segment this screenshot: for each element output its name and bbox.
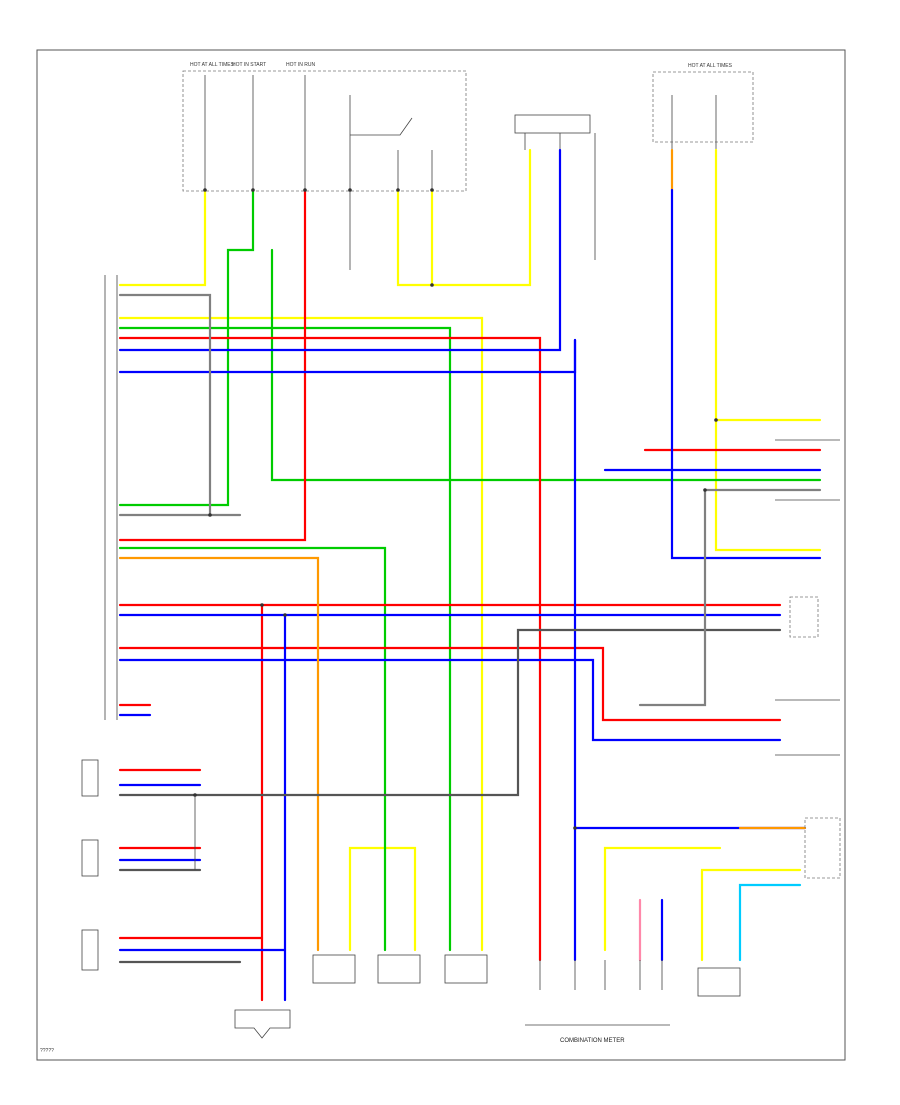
combination-meter-label: COMBINATION METER [560, 1038, 625, 1044]
footer-code: ????? [40, 1048, 54, 1054]
junction [260, 603, 264, 607]
fuse-label-1: HOT AT ALL TIMES [190, 62, 235, 68]
junction [396, 188, 400, 192]
left-sensors [81, 759, 99, 971]
bottom-component-4 [697, 967, 741, 997]
bottom-components: COMBINATION METER [234, 954, 741, 1044]
junction-dots [193, 188, 718, 830]
junction [251, 188, 255, 192]
diagram-border [36, 49, 846, 1061]
bottom-component-2 [377, 954, 421, 984]
sensor-1 [81, 759, 99, 797]
junction [203, 188, 207, 192]
wire-gray-5 [638, 488, 707, 707]
wire-yellow-8 [603, 846, 722, 952]
junction [208, 513, 212, 517]
junction [348, 188, 352, 192]
wire-blue-7 [118, 658, 782, 742]
wire-yellow-5 [714, 148, 822, 422]
green-wires [118, 188, 822, 952]
red-wires [118, 188, 822, 1002]
junction [573, 826, 577, 830]
junction [714, 418, 718, 422]
gray-wires [118, 150, 822, 964]
bottom-component-1 [312, 954, 356, 984]
wire-yellow-4 [118, 316, 484, 952]
wire-yellow-1 [118, 188, 207, 287]
right-connectors [775, 439, 841, 879]
relay-box [514, 114, 591, 134]
right-connector-2 [789, 596, 819, 638]
wire-yellow-2 [396, 148, 532, 287]
junction [703, 488, 707, 492]
meter-pins [539, 960, 663, 990]
junction [193, 793, 197, 797]
relay-switch [350, 117, 413, 136]
fuse-relay-box [182, 70, 467, 192]
wire-red-2 [118, 336, 542, 962]
right-connector-4 [804, 817, 841, 879]
junction [283, 613, 287, 617]
yellow-wires [118, 148, 822, 962]
fuse-label-3: HOT IN RUN [286, 62, 315, 68]
wire-orange-1 [118, 556, 320, 952]
right-fuse-box [652, 71, 754, 143]
junction [430, 188, 434, 192]
wire-blue-2 [118, 338, 577, 374]
wire-green-2 [118, 326, 452, 952]
wire-blue-1 [118, 148, 562, 352]
wire-yellow-9 [700, 868, 802, 962]
orange-wires [118, 556, 807, 952]
wire-gray-1 [118, 293, 212, 517]
sensor-2 [81, 839, 99, 877]
junction [303, 188, 307, 192]
wire-gray-3 [118, 628, 782, 797]
wire-blue-4 [670, 188, 822, 560]
wire-yellow-6 [714, 418, 822, 552]
wire-green-4 [118, 546, 387, 952]
wire-red-1 [118, 188, 307, 542]
misc-wires [638, 883, 802, 962]
wire-red-5 [118, 646, 782, 722]
bottom-component-3 [444, 954, 488, 984]
sensor-3 [81, 929, 99, 971]
wire-green-3 [270, 248, 822, 482]
wire-green-1 [118, 188, 255, 507]
bottom-sensor-shape [234, 1009, 291, 1039]
junction [430, 283, 434, 287]
wire-yellow-7 [348, 846, 417, 952]
right-fuse-label: HOT AT ALL TIMES [688, 63, 733, 69]
fuse-label-2: HOT IN START [232, 62, 266, 68]
wire-cyan-1 [738, 883, 802, 962]
